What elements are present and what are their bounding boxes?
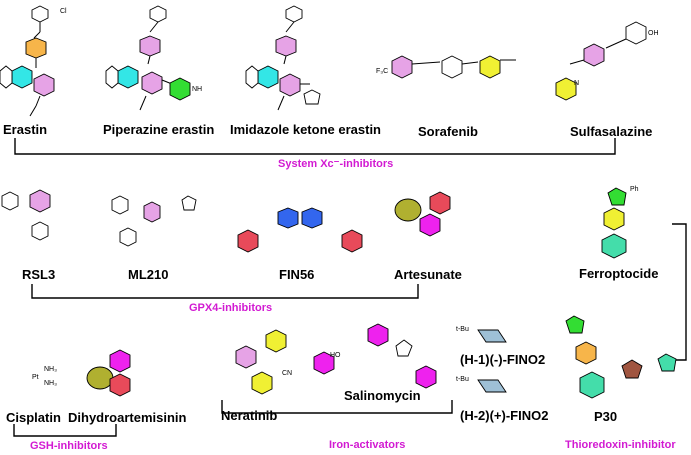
piperazine-erastin-structure bbox=[105, 5, 191, 111]
label-iron-activators: Iron-activators bbox=[329, 439, 406, 451]
thioredoxin-bracket bbox=[672, 223, 687, 361]
label-sorafenib: Sorafenib bbox=[418, 124, 478, 139]
label-rsl3: RSL3 bbox=[22, 267, 56, 282]
artesunate-structure bbox=[394, 191, 451, 237]
label-neratinib: Neratinib bbox=[221, 408, 278, 423]
label-thioredoxin-inhibitor: Thioredoxin-inhibitor bbox=[565, 439, 676, 451]
label-p30: P30 bbox=[594, 409, 618, 424]
label-fino2-minus: (H-1)(-)-FINO2 bbox=[460, 352, 546, 367]
fin56-structure bbox=[237, 207, 363, 253]
atom-n: N bbox=[574, 80, 580, 87]
atom-ph: Ph bbox=[630, 186, 639, 193]
imidazole-ketone-erastin-structure bbox=[245, 5, 321, 111]
gsh-bracket bbox=[13, 424, 117, 437]
piperazine-ring-green bbox=[169, 77, 191, 101]
sorafenib-structure bbox=[391, 55, 516, 79]
label-fin56: FIN56 bbox=[279, 267, 315, 282]
ferroptocide-structure bbox=[601, 187, 627, 259]
atom-cf3: F₃C bbox=[376, 68, 389, 75]
label-sulfasalazine: Sulfasalazine bbox=[570, 124, 653, 139]
label-imidazole-ketone-erastin: Imidazole ketone erastin bbox=[230, 122, 381, 137]
atom-cl: Cl bbox=[60, 8, 67, 15]
label-ml210: ML210 bbox=[128, 267, 169, 282]
label-fino2-plus: (H-2)(+)-FINO2 bbox=[460, 408, 549, 423]
label-piperazine-erastin: Piperazine erastin bbox=[103, 122, 215, 137]
rsl3-structure bbox=[1, 189, 51, 241]
atom-nh3-1: NH₃ bbox=[44, 366, 57, 373]
label-erastin: Erastin bbox=[3, 122, 48, 137]
fino2-structures bbox=[477, 329, 507, 393]
atom-tbu-1: t-Bu bbox=[456, 326, 469, 333]
dihydroartemisinin-structure bbox=[86, 349, 131, 397]
gpx4-bracket bbox=[31, 284, 419, 299]
atom-nh3-2: NH₃ bbox=[44, 380, 57, 387]
label-system-xc-inhibitors: System Xc⁻-inhibitors bbox=[278, 158, 394, 170]
label-cisplatin: Cisplatin bbox=[6, 410, 61, 425]
artesunate-olive-ring bbox=[394, 198, 422, 222]
erastin-quinazolinone-ring bbox=[11, 65, 33, 89]
imidazole-ring bbox=[303, 89, 321, 105]
atom-pt: Pt bbox=[32, 374, 39, 381]
erastin-structure bbox=[0, 5, 55, 117]
label-ferroptocide: Ferroptocide bbox=[579, 266, 659, 281]
iron-bracket bbox=[221, 400, 453, 414]
label-gsh-inhibitors: GSH-inhibitors bbox=[30, 440, 108, 452]
atom-cn: CN bbox=[282, 370, 293, 377]
erastin-benzo-ring bbox=[0, 65, 13, 89]
atom-tbu-2: t-Bu bbox=[456, 376, 469, 383]
sulfasalazine-structure bbox=[555, 21, 647, 101]
label-artesunate: Artesunate bbox=[394, 267, 462, 282]
p30-structure bbox=[565, 315, 677, 399]
erastin-chlorophenyl-ring bbox=[31, 5, 49, 23]
ml210-structure bbox=[111, 195, 197, 247]
erastin-phenyl-ring bbox=[33, 73, 55, 97]
atom-oh: OH bbox=[648, 30, 659, 37]
system-xc-bracket bbox=[14, 138, 616, 155]
neratinib-structure bbox=[235, 329, 287, 395]
atom-nh: NH bbox=[192, 86, 203, 93]
erastin-piperazine-ring bbox=[25, 37, 47, 59]
label-gpx4-inhibitors: GPX4-inhibitors bbox=[189, 302, 273, 314]
atom-ho: HO bbox=[330, 352, 341, 359]
label-dihydroartemisinin: Dihydroartemisinin bbox=[68, 410, 187, 425]
salinomycin-structure bbox=[313, 323, 437, 389]
label-salinomycin: Salinomycin bbox=[344, 388, 421, 403]
